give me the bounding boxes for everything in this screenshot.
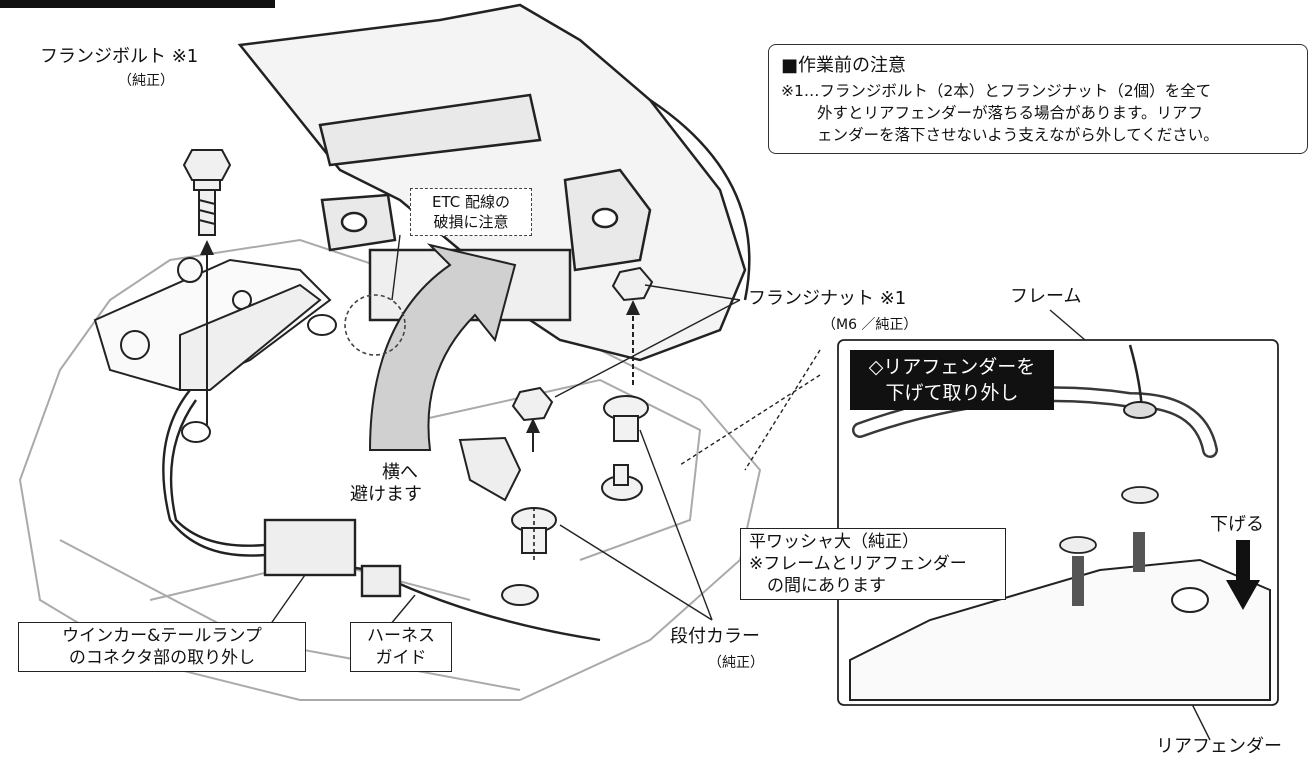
etc-wiring-caution-line: 破損に注意 — [433, 213, 509, 231]
move-aside-line: 横へ — [382, 462, 418, 483]
etc-wiring-caution-line: ETC 配線の — [431, 193, 510, 211]
flange-nut-sublabel: （M6 ／純正） — [822, 317, 918, 333]
caution-note: ■作業前の注意 ※1…フランジボルト（2本）とフランジナット（2個）を全て 外す… — [768, 44, 1308, 154]
frame-label: フレーム — [1010, 286, 1082, 307]
move-aside-line: 避けます — [350, 484, 422, 505]
caution-note-line: ェンダーを落下させないよう支えながら外してください。 — [817, 126, 1219, 144]
harness-guide-line: ハーネス — [367, 626, 435, 646]
flat-washer-line: ※フレームとリアフェンダー — [749, 554, 967, 574]
flange-nut-right — [611, 266, 654, 302]
harness-guide-clip — [458, 436, 522, 502]
flange-bolt-label: フランジボルト ※1 — [40, 46, 199, 67]
flange-bolt-sublabel: （純正） — [118, 73, 174, 89]
flange-bolt — [182, 149, 232, 236]
step-remove-rear-fender: ◇リアフェンダーを 下げて取り外し — [850, 350, 1054, 410]
stepped-collar-sublabel: （純正） — [708, 655, 764, 671]
curved-arrow-icon — [368, 243, 517, 451]
stepped-collar-label: 段付カラー — [670, 626, 760, 647]
flat-washer-line: 平ワッシャ大（純正） — [749, 532, 919, 552]
lower-label: 下げる — [1210, 514, 1264, 535]
stepped-collar-right — [601, 395, 649, 501]
rear-fender-label: リアフェンダー — [1156, 736, 1282, 757]
header-bar — [0, 0, 275, 8]
harness-guide-line: ガイド — [375, 648, 427, 668]
flange-nut-label: フランジナット ※1 — [748, 288, 907, 309]
step-line: ◇リアフェンダーを — [868, 356, 1036, 378]
flange-nut-left — [511, 386, 554, 422]
connector-removal-callout: ウインカー&テールランプ のコネクタ部の取り外し — [18, 622, 306, 672]
step-line: 下げて取り外し — [885, 382, 1019, 404]
caution-note-line: 外すとリアフェンダーが落ちる場合があります。リアフ — [817, 104, 1203, 122]
stepped-collar-left — [501, 507, 557, 606]
connector-line: のコネクタ部の取り外し — [68, 648, 256, 668]
caution-note-title: ■作業前の注意 — [781, 55, 907, 76]
arrow-up-icon — [200, 240, 214, 255]
caution-note-line: ※1…フランジボルト（2本）とフランジナット（2個）を全て — [781, 82, 1212, 100]
etc-wire-highlight — [344, 294, 406, 356]
move-aside-label: 横へ — [370, 462, 430, 484]
tail-lamp-assembly — [93, 257, 337, 443]
arrow-up-icon — [626, 300, 640, 315]
wire-harness — [162, 389, 601, 642]
connector-line: ウインカー&テールランプ — [62, 626, 262, 646]
flat-washer-callout: 平ワッシャ大（純正） ※フレームとリアフェンダー の間にあります — [740, 528, 1006, 600]
arrow-up-icon — [526, 418, 540, 433]
harness-guide-callout: ハーネス ガイド — [350, 622, 452, 672]
arrow-down-icon — [1226, 540, 1260, 610]
etc-wiring-caution: ETC 配線の 破損に注意 — [410, 188, 532, 236]
flat-washer-line: の間にあります — [767, 576, 886, 596]
